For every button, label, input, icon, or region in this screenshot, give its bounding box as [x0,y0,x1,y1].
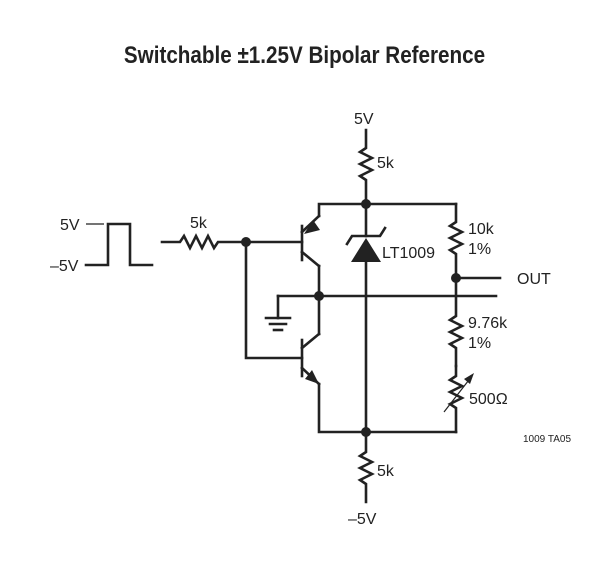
diagram-title: Switchable ±1.25V Bipolar Reference [123,42,486,69]
top-supply-resistor-label: 5k [377,155,395,172]
bottom-supply-resistor: 5k [357,430,395,504]
figure-id-label: 1009 TA05 [523,434,571,445]
lower-divider-resistor: 9.76k 1% [447,276,508,368]
reference-ic-label: LT1009 [382,245,435,262]
output-label: OUT [517,271,551,288]
trim-potentiometer: 500Ω [443,364,508,434]
upper-divider-value: 10k [468,221,495,238]
lower-base-wire [244,240,304,360]
pulse-high-label: 5V [60,217,80,234]
trim-pot-label: 500Ω [469,391,508,408]
lower-emitter-wire [317,382,368,434]
bottom-supply-resistor-label: 5k [377,463,395,480]
lt1009-reference: LT1009 [345,202,435,434]
upper-divider-resistor: 10k 1% [447,202,495,280]
lower-divider-value: 9.76k [468,315,508,332]
supply-negative-label: –5V [348,511,377,528]
lower-divider-tolerance: 1% [468,335,491,352]
input-resistor: 5k [160,215,248,251]
upper-divider-tolerance: 1% [468,241,491,258]
ground-icon [264,294,292,332]
lower-npn-transistor [300,332,321,386]
supply-positive-label: 5V [354,111,374,128]
input-resistor-label: 5k [190,215,208,232]
upper-emitter-wire [317,202,368,218]
upper-pnp-transistor [300,214,321,268]
input-pulse-waveform: 5V –5V [50,217,154,275]
top-supply-resistor: 5k [357,128,395,206]
pulse-low-label: –5V [50,258,79,275]
